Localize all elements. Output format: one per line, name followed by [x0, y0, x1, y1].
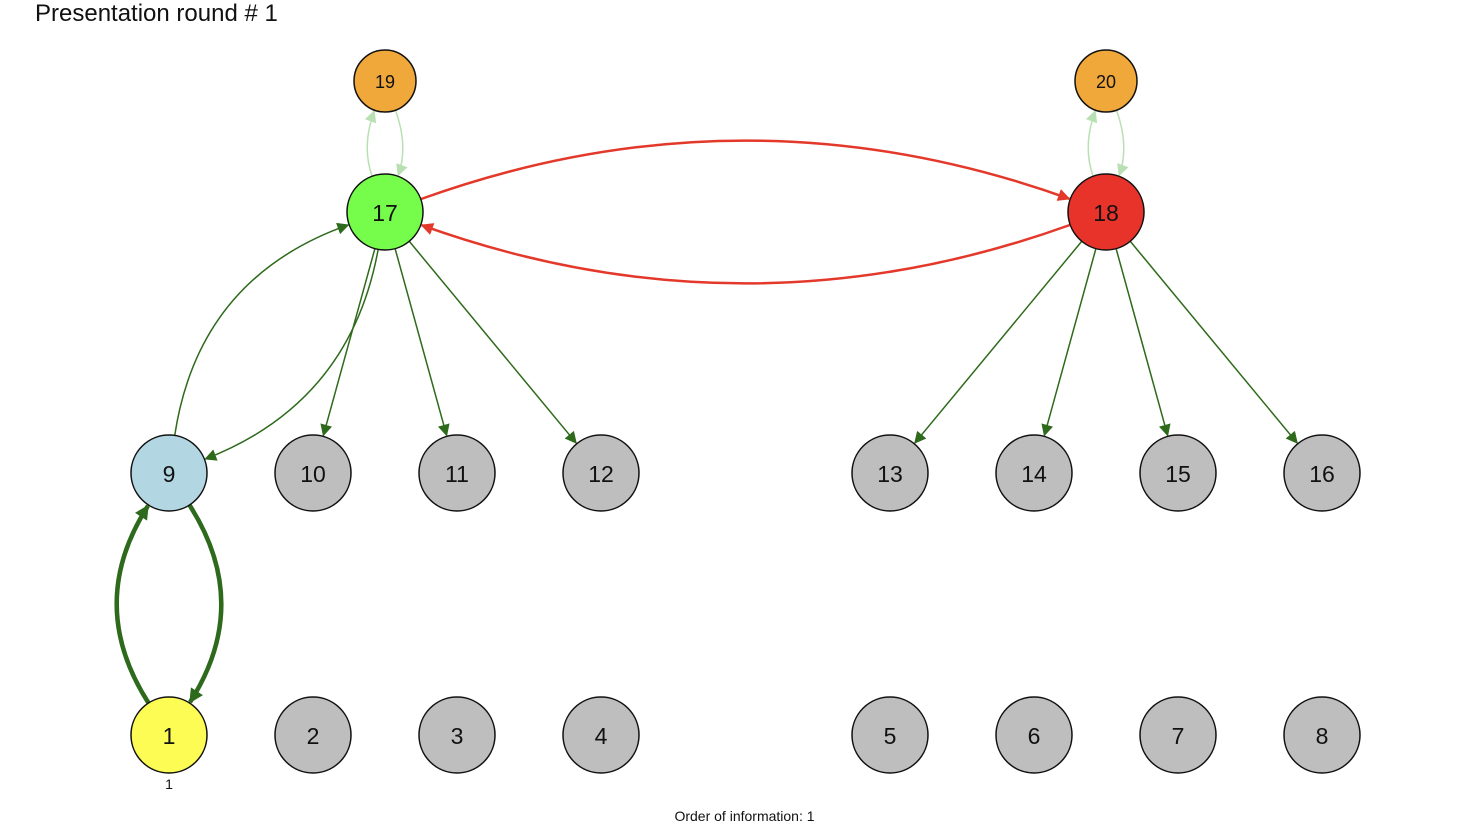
node-3: 3 — [418, 696, 496, 774]
node-19: 19 — [353, 49, 417, 113]
node-circle — [353, 49, 417, 113]
node-label: 13 — [877, 461, 903, 487]
node-label: 14 — [1021, 461, 1047, 487]
node-label: 20 — [1096, 72, 1116, 92]
node-circle — [130, 434, 208, 512]
node-circle — [1139, 434, 1217, 512]
node-circle — [418, 696, 496, 774]
node-8: 8 — [1283, 696, 1361, 774]
node-circle — [851, 434, 929, 512]
edge-1-to-9 — [114, 504, 151, 705]
edge-18-to-20 — [1085, 109, 1098, 177]
node-label: 10 — [300, 461, 326, 487]
node-circle — [851, 696, 929, 774]
node-label: 2 — [307, 723, 320, 749]
node-7: 7 — [1139, 696, 1217, 774]
edge-9-to-1 — [187, 503, 224, 704]
node-circle — [995, 696, 1073, 774]
edge-18-to-14 — [1041, 248, 1097, 437]
node-13: 13 — [851, 434, 929, 512]
node-circle — [995, 434, 1073, 512]
order-caption: Order of information: 1 — [674, 808, 815, 824]
node-label: 6 — [1028, 723, 1041, 749]
edge-17-to-12 — [408, 240, 577, 444]
node-circle — [274, 434, 352, 512]
node-10: 10 — [274, 434, 352, 512]
node-circle — [1139, 696, 1217, 774]
node-label: 17 — [372, 200, 398, 226]
node-label: 9 — [163, 461, 176, 487]
edge-17-to-18 — [420, 139, 1071, 201]
edge-20-to-18 — [1115, 109, 1129, 177]
node-sublabel: 1 — [165, 776, 173, 792]
node-circle — [1074, 49, 1138, 113]
node-label: 4 — [595, 723, 608, 749]
node-circle — [562, 434, 640, 512]
node-20: 20 — [1074, 49, 1138, 113]
node-circle — [1283, 434, 1361, 512]
edge-19-to-17 — [394, 109, 408, 177]
node-label: 18 — [1093, 200, 1119, 226]
node-5: 5 — [851, 696, 929, 774]
node-label: 1 — [163, 723, 176, 749]
edge-17-to-10 — [320, 248, 376, 437]
node-2: 2 — [274, 696, 352, 774]
edge-18-to-15 — [1115, 248, 1171, 437]
node-label: 11 — [445, 461, 469, 487]
node-14: 14 — [995, 434, 1073, 512]
edges-layer — [114, 109, 1298, 705]
edge-18-to-13 — [914, 240, 1083, 444]
node-11: 11 — [418, 434, 496, 512]
edge-9-to-17 — [173, 222, 350, 436]
node-circle — [418, 434, 496, 512]
node-9: 9 — [130, 434, 208, 512]
node-circle — [1067, 173, 1145, 251]
node-label: 3 — [451, 723, 464, 749]
node-circle — [346, 173, 424, 251]
node-label: 7 — [1172, 723, 1185, 749]
node-circle — [562, 696, 640, 774]
node-circle — [130, 696, 208, 774]
node-circle — [1283, 696, 1361, 774]
node-15: 15 — [1139, 434, 1217, 512]
node-circle — [274, 696, 352, 774]
node-label: 19 — [375, 72, 395, 92]
node-16: 16 — [1283, 434, 1361, 512]
node-12: 12 — [562, 434, 640, 512]
edge-17-to-11 — [394, 248, 450, 437]
edge-18-to-17 — [420, 223, 1071, 285]
node-label: 8 — [1316, 723, 1329, 749]
edge-17-to-9 — [204, 249, 379, 461]
node-1: 11 — [130, 696, 208, 792]
edge-17-to-19 — [364, 109, 377, 177]
edge-18-to-16 — [1129, 240, 1298, 444]
page-title: Presentation round # 1 — [35, 0, 278, 27]
node-label: 15 — [1165, 461, 1191, 487]
node-label: 12 — [588, 461, 614, 487]
node-18: 18 — [1067, 173, 1145, 251]
node-17: 17 — [346, 173, 424, 251]
node-4: 4 — [562, 696, 640, 774]
node-label: 5 — [884, 723, 897, 749]
node-6: 6 — [995, 696, 1073, 774]
node-label: 16 — [1309, 461, 1335, 487]
